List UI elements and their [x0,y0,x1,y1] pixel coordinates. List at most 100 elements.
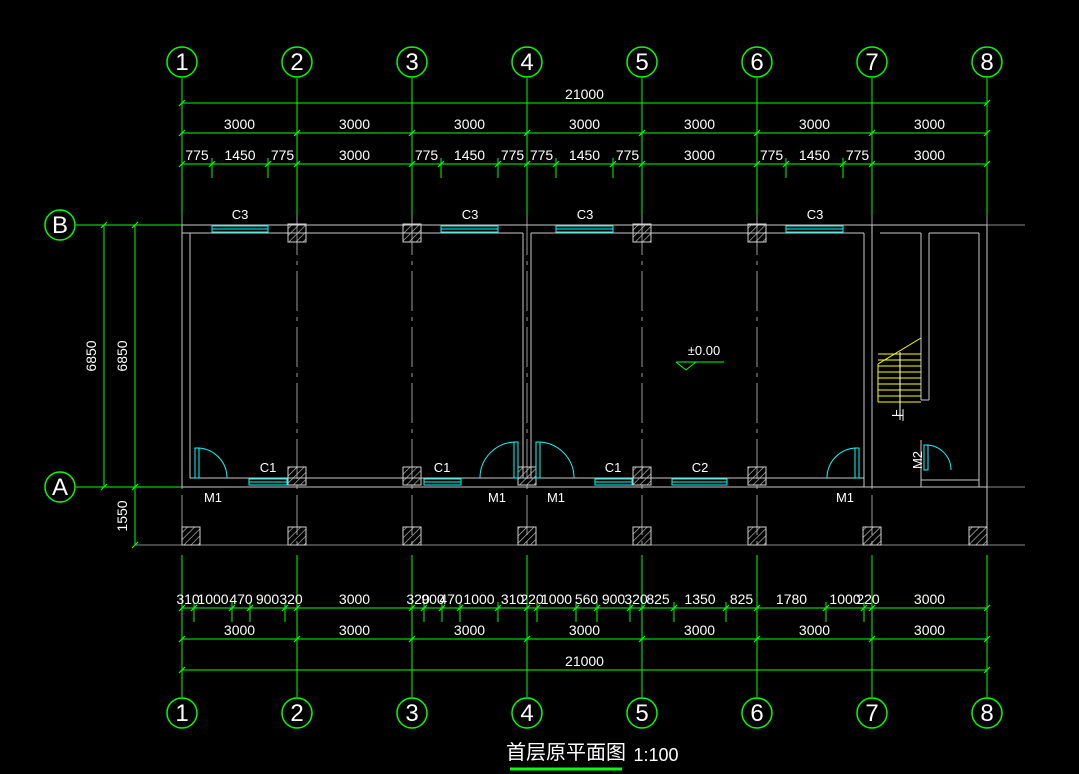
dim-bottom-row2-text-3: 3000 [569,622,600,638]
axis-bubble-a-label: A [52,474,68,501]
axis-bubble-top-2-label: 2 [290,49,303,76]
dim-bottom-row1-text-22: 3000 [914,591,945,607]
door-m1-2-leaf [513,441,519,479]
column-8 [747,466,767,486]
axis-bubble-top-8-circle [971,46,1003,78]
door-m1-1-leaf [194,447,200,479]
dim-top-row1-text-3: 3000 [569,116,600,132]
axis-bubble-bottom-3-circle [396,697,428,729]
axis-bubble-top-3-circle [396,46,428,78]
column-6 [517,466,537,486]
axis-bubble-bottom-6-circle [741,697,773,729]
column-13 [632,526,652,546]
column-7 [632,466,652,486]
axis-bubble-top-2-circle [281,46,313,78]
window-label-c1-2: C1 [434,460,451,475]
dim-bottom-row1-text-3: 900 [256,591,280,607]
axis-bubble-top-5-circle [626,46,658,78]
dim-top-row2-text-8: 1450 [569,147,600,163]
column-16 [968,526,988,546]
door-label-m1-4: M1 [836,490,854,505]
window-label-c3-1: C3 [232,207,249,222]
dim-left-inner: 6850 [114,340,130,371]
window-label-c1-1: C1 [260,460,277,475]
door-m1-1-swing [196,447,228,479]
axis-bubble-bottom-1-circle [166,697,198,729]
dim-top-row2-text-12: 1450 [799,147,830,163]
axis-bubble-top-7-label: 7 [865,49,878,76]
axis-bubble-bottom-7-label: 7 [865,700,878,727]
dim-top-row2-text-1: 1450 [224,147,255,163]
window-label-c3-2: C3 [462,207,479,222]
dim-left-outer: 6850 [83,340,99,371]
dim-top-overall-text-0: 21000 [565,86,604,102]
stair [675,337,922,420]
axis-bubble-bottom-8-circle [971,697,1003,729]
axis-bubble-top-8-label: 8 [980,49,993,76]
dim-top-row1-text-1: 3000 [339,116,370,132]
dim-bottom-row2-text-1: 3000 [339,622,370,638]
column-3 [747,223,767,243]
door-m1-4-swing [826,447,858,479]
doors [194,441,952,479]
dim-left-tick-4 [131,541,139,549]
window-label-c1-3: C1 [605,460,622,475]
column-0 [287,223,307,243]
axis-bubble-bottom-8-label: 8 [980,700,993,727]
dim-bottom-row1-text-11: 220 [520,591,544,607]
dim-bottom-row1-text-5: 3000 [339,591,370,607]
dim-bottom-row1-text-10: 310 [501,591,525,607]
dim-bottom-row1-text-8: 470 [439,591,463,607]
dim-top-row1-text-5: 3000 [799,116,830,132]
axis-bubble-bottom-7-circle [856,697,888,729]
dim-bottom-row1-text-19: 1780 [776,591,807,607]
dim-top-row1-text-2: 3000 [454,116,485,132]
dim-bottom-row1-text-21: 220 [856,591,880,607]
axis-bubble-top-6-circle [741,46,773,78]
door-m1-2-swing [479,441,517,479]
axis-bubble-bottom-4-label: 4 [520,700,533,727]
door-label-m1-1: M1 [204,490,222,505]
drawing-title: 首层原平面图 [506,741,626,764]
axis-bubble-b-label: B [52,212,68,239]
axis-bubble-bottom-2-circle [281,697,313,729]
dim-bottom-row1-text-4: 320 [279,591,303,607]
dim-bottom-row1-text-0: 310 [176,591,200,607]
axis-bubble-top-4-label: 4 [520,49,533,76]
column-2 [632,223,652,243]
dim-bottom-overall-text-0: 21000 [565,653,604,669]
column-9 [181,526,201,546]
axis-bubble-a-circle [44,471,76,503]
axis-bubble-bottom-5-label: 5 [635,700,648,727]
axis-bubble-bottom-6-label: 6 [750,700,763,727]
door-m1-3-swing [537,441,575,479]
axis-bubble-bottom-4-circle [511,697,543,729]
dim-top-row2-text-14: 3000 [914,147,945,163]
dim-top-row2-text-7: 775 [530,147,554,163]
dim-left-tick-0 [100,221,108,229]
dim-bottom-row2-text-4: 3000 [684,622,715,638]
columns [181,223,988,546]
dim-bottom-row1-text-7: 900 [421,591,445,607]
dim-top-row2-text-6: 775 [501,147,525,163]
dim-bottom-row1-text-6: 320 [406,591,430,607]
dim-bottom-row1-text-17: 1350 [684,591,715,607]
axis-bubble-top-7-circle [856,46,888,78]
axis-bubble-top-4-circle [511,46,543,78]
door-m2-swing [925,444,952,471]
column-10 [287,526,307,546]
dim-top-row1-text-4: 3000 [684,116,715,132]
dim-top-row2-text-10: 3000 [684,147,715,163]
stair-direction: 上 [891,408,906,421]
dim-top-row2-text-0: 775 [185,147,209,163]
level-mark: ±0.00 [688,343,720,358]
dim-bottom-row2-text-5: 3000 [799,622,830,638]
level-symbol [675,361,724,371]
axis-bubble-bottom-2-label: 2 [290,700,303,727]
stair-cut-line [877,337,922,365]
column-14 [747,526,767,546]
axis-bubble-bottom-3-label: 3 [405,700,418,727]
dim-left-tick-1 [100,483,108,491]
dim-bottom-row2-text-6: 3000 [914,622,945,638]
